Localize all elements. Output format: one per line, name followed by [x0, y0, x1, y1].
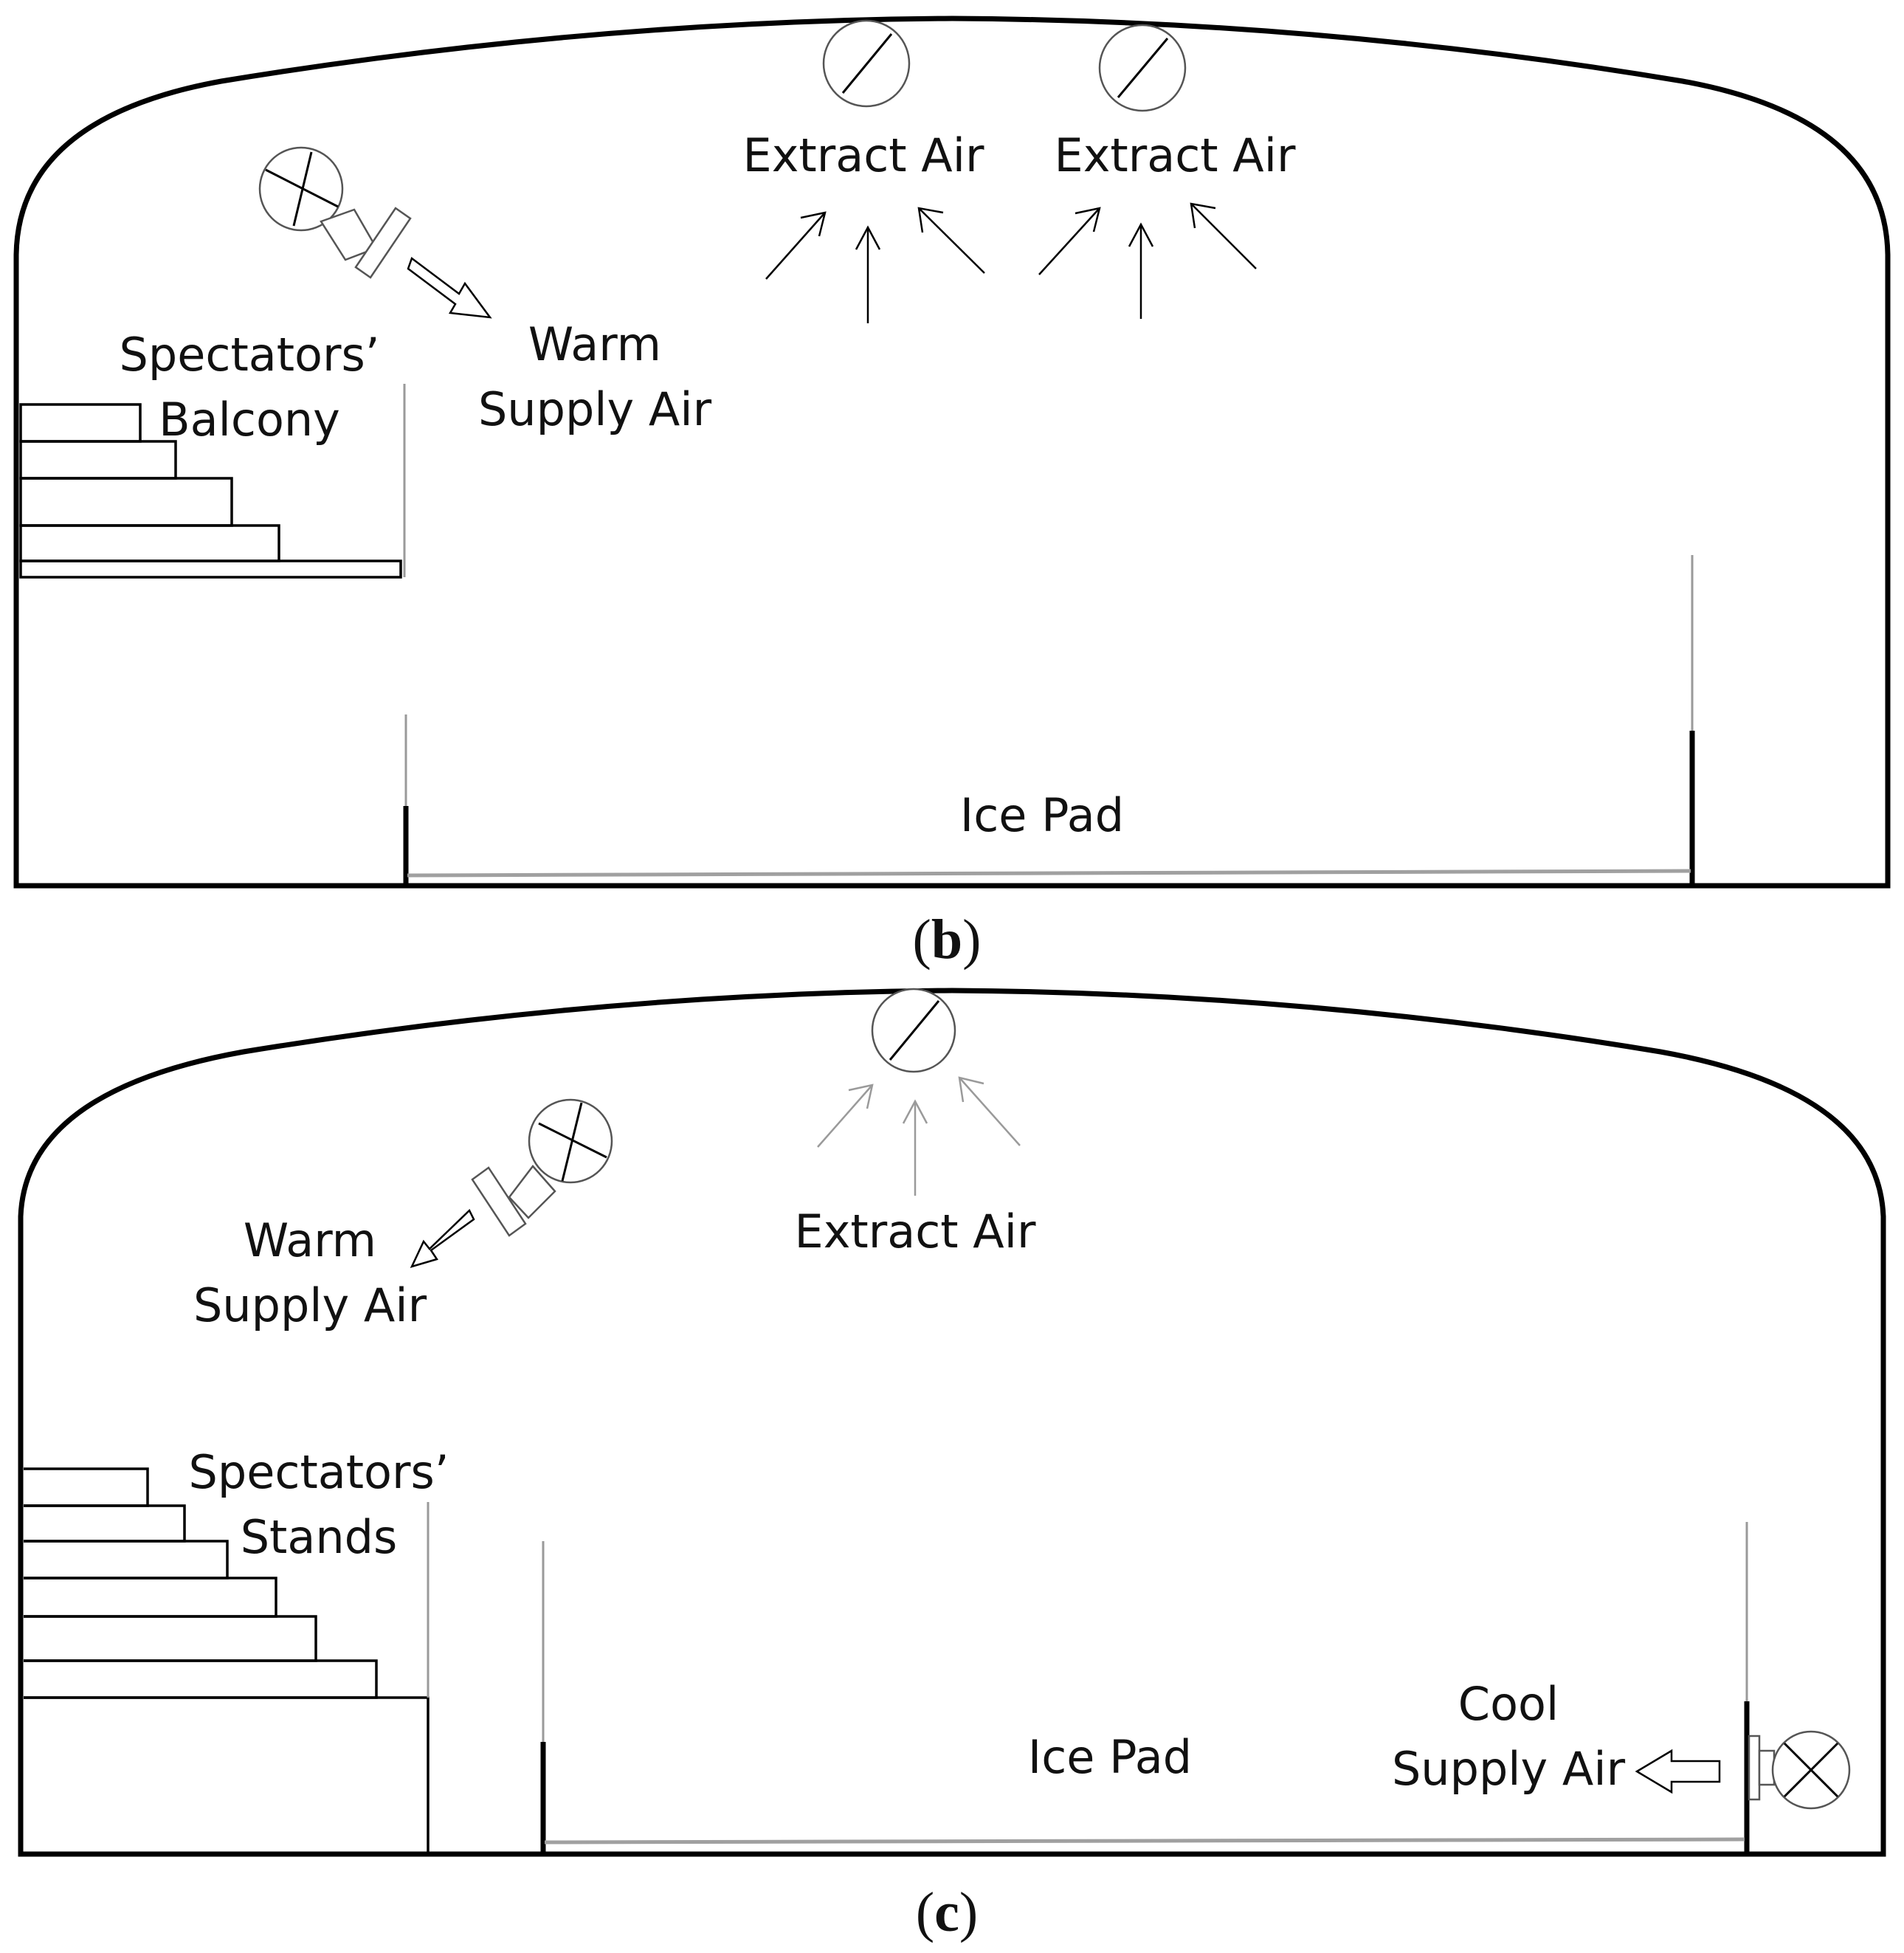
- extract-air-label: Extract Air: [795, 1205, 1036, 1258]
- extract-air-label-1: Extract Air: [743, 128, 984, 182]
- stands-label: Stands: [241, 1510, 398, 1564]
- spectators-label: Spectators’: [189, 1445, 449, 1499]
- warm-supply-arrow-b: [407, 256, 492, 319]
- extract-air-label-2: Extract Air: [1055, 128, 1296, 182]
- spectators-stands: [24, 1467, 430, 1853]
- arena-b-outline: [13, 16, 1891, 889]
- rink-boards-b: [403, 555, 1695, 884]
- caption-c: (c): [916, 1881, 978, 1943]
- supply-fan-icon: [258, 146, 412, 279]
- cool-supply-arrow: [1635, 1749, 1721, 1794]
- spectators-label: Spectators’: [120, 328, 380, 382]
- cool-label: Cool: [1458, 1677, 1559, 1731]
- extract-arrows-b1: [765, 207, 985, 323]
- exhaust-fan-icon: [1098, 24, 1187, 112]
- exhaust-fan-icon: [822, 19, 911, 108]
- warm-label: Warm: [528, 317, 661, 371]
- cool-supply-fan-icon: [1748, 1730, 1851, 1810]
- ice-pad-label: Ice Pad: [960, 788, 1124, 842]
- warm-supply-arrow-c: [410, 1208, 475, 1268]
- supply-air-label: Supply Air: [193, 1278, 427, 1332]
- exhaust-fan-icon: [871, 988, 956, 1073]
- panel-c: Extract Air Warm Supply Air Spectators’ …: [18, 988, 1886, 1943]
- arena-c-outline: [18, 988, 1886, 1857]
- ice-pad-label: Ice Pad: [1028, 1730, 1192, 1784]
- caption-b: (b): [913, 909, 982, 971]
- panel-b: Extract Air Extract Air Spectators’ Balc…: [13, 16, 1891, 971]
- warm-label: Warm: [244, 1213, 376, 1267]
- cool-supply-air-label: Supply Air: [1392, 1742, 1626, 1796]
- supply-fan-icon: [471, 1098, 613, 1237]
- extract-arrows-c: [817, 1076, 1021, 1196]
- balcony-label: Balcony: [159, 393, 340, 447]
- extract-arrows-b2: [1038, 202, 1257, 319]
- supply-air-label: Supply Air: [478, 382, 712, 436]
- spectators-balcony: [19, 384, 406, 579]
- rink-boards-c: [540, 1522, 1750, 1853]
